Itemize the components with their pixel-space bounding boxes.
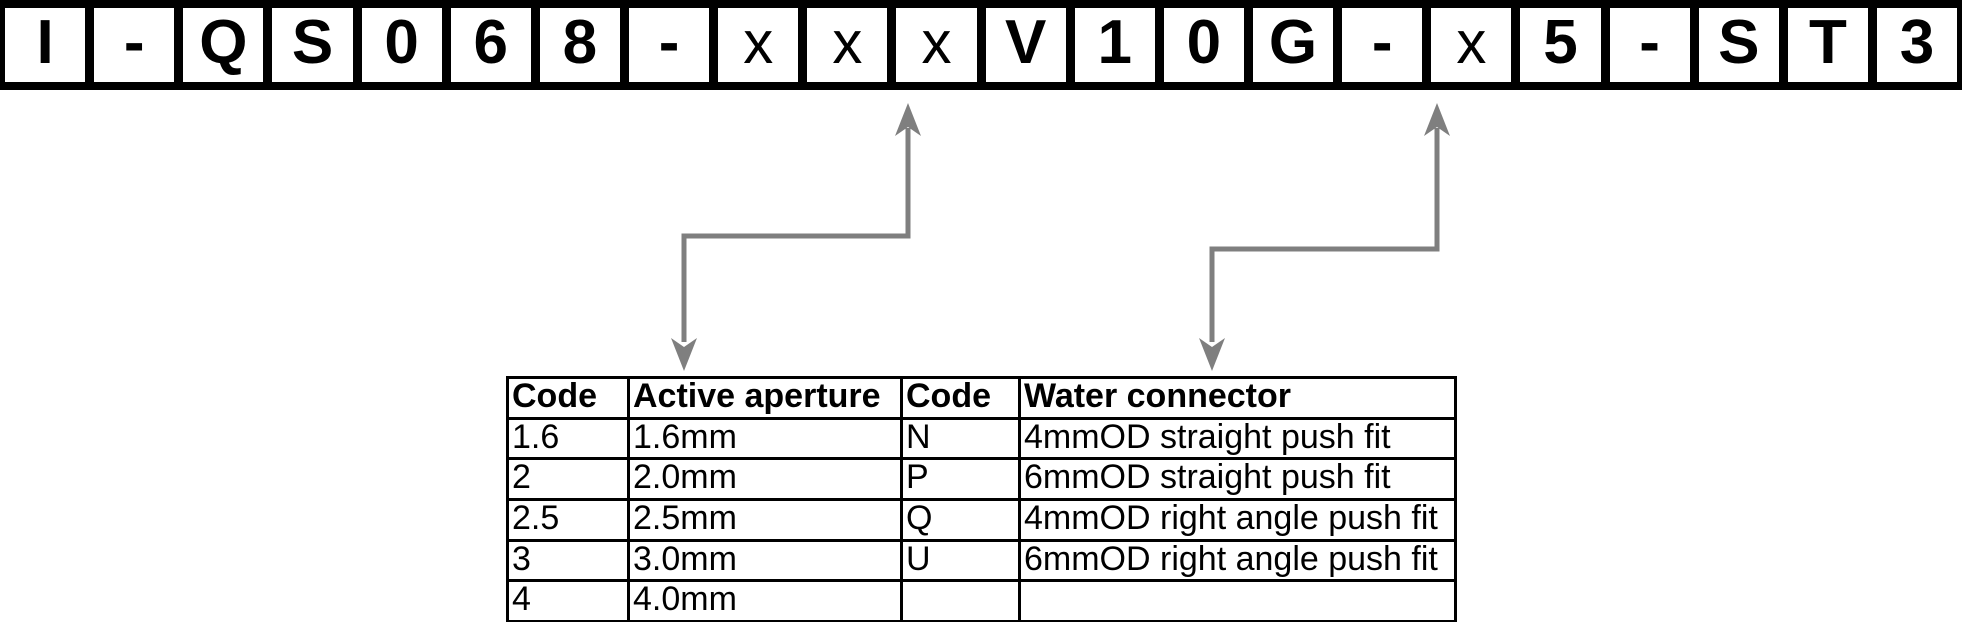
- part-cell: 5: [1515, 3, 1606, 87]
- part-cell: -: [89, 3, 180, 87]
- part-cell: G: [1247, 3, 1339, 87]
- part-number-row: I - Q S 0 6 8 - x x x V 1 0 G - x 5 - S …: [0, 0, 1962, 90]
- water-connector-arrow-connector: [1199, 103, 1450, 371]
- table-cell: Q: [900, 498, 1021, 542]
- up-arrowhead-icon: [1424, 103, 1450, 136]
- part-cell: 3: [1871, 3, 1962, 87]
- table-cell: 4mmOD straight push fit: [1018, 416, 1457, 461]
- table-cell: 2.0mm: [627, 457, 903, 502]
- part-cell-placeholder-x: x: [713, 3, 804, 87]
- table-cell: 1.6mm: [627, 416, 903, 461]
- part-cell: Q: [178, 3, 269, 87]
- table-cell: 2.5mm: [627, 498, 903, 542]
- part-cell: T: [1782, 3, 1873, 87]
- table-row: 2 2.0mm P 6mmOD straight push fit: [506, 457, 1457, 502]
- table-cell: [900, 579, 1021, 622]
- part-cell: I: [0, 3, 91, 87]
- table-cell: 4: [506, 579, 630, 622]
- table-cell: 4.0mm: [627, 579, 903, 622]
- table-cell: U: [900, 538, 1021, 583]
- table-header-cell: Active aperture: [627, 376, 903, 420]
- table-header-cell: Code: [506, 376, 630, 420]
- table-cell: 4mmOD right angle push fit: [1018, 498, 1457, 542]
- part-cell: -: [623, 3, 715, 87]
- table-cell: [1018, 579, 1457, 622]
- table-cell: 3.0mm: [627, 538, 903, 583]
- table-cell: 6mmOD right angle push fit: [1018, 538, 1457, 583]
- table-row: 2.5 2.5mm Q 4mmOD right angle push fit: [506, 498, 1457, 542]
- active-aperture-arrow-connector: [671, 103, 921, 371]
- table-cell: 6mmOD straight push fit: [1018, 457, 1457, 502]
- part-cell-placeholder-x: x: [802, 3, 893, 87]
- part-cell: -: [1337, 3, 1428, 87]
- down-arrowhead-icon: [671, 338, 697, 371]
- table-cell: 1.6: [506, 416, 630, 461]
- part-cell: -: [1604, 3, 1695, 87]
- part-cell: 8: [534, 3, 625, 87]
- up-arrowhead-icon: [895, 103, 921, 136]
- table-header-cell: Code: [900, 376, 1021, 420]
- table-cell: 2.5: [506, 498, 630, 542]
- code-lookup-table: Code Active aperture Code Water connecto…: [506, 376, 1457, 622]
- part-cell: S: [1693, 3, 1784, 87]
- table-cell: 2: [506, 457, 630, 502]
- table-row: 4 4.0mm: [506, 579, 1457, 622]
- part-cell: 0: [356, 3, 447, 87]
- table-cell: 3: [506, 538, 630, 583]
- part-cell: V: [980, 3, 1071, 87]
- table-header-row: Code Active aperture Code Water connecto…: [506, 376, 1457, 420]
- table-row: 3 3.0mm U 6mmOD right angle push fit: [506, 538, 1457, 583]
- table-header-cell: Water connector: [1018, 376, 1457, 420]
- part-cell: 1: [1069, 3, 1160, 87]
- part-cell-placeholder-x: x: [891, 3, 982, 87]
- table-cell: N: [900, 416, 1021, 461]
- part-cell: 0: [1158, 3, 1249, 87]
- down-arrowhead-icon: [1199, 338, 1225, 371]
- table-cell: P: [900, 457, 1021, 502]
- part-cell-placeholder-x: x: [1426, 3, 1517, 87]
- part-cell: 6: [445, 3, 536, 87]
- table-row: 1.6 1.6mm N 4mmOD straight push fit: [506, 416, 1457, 461]
- part-cell: S: [267, 3, 358, 87]
